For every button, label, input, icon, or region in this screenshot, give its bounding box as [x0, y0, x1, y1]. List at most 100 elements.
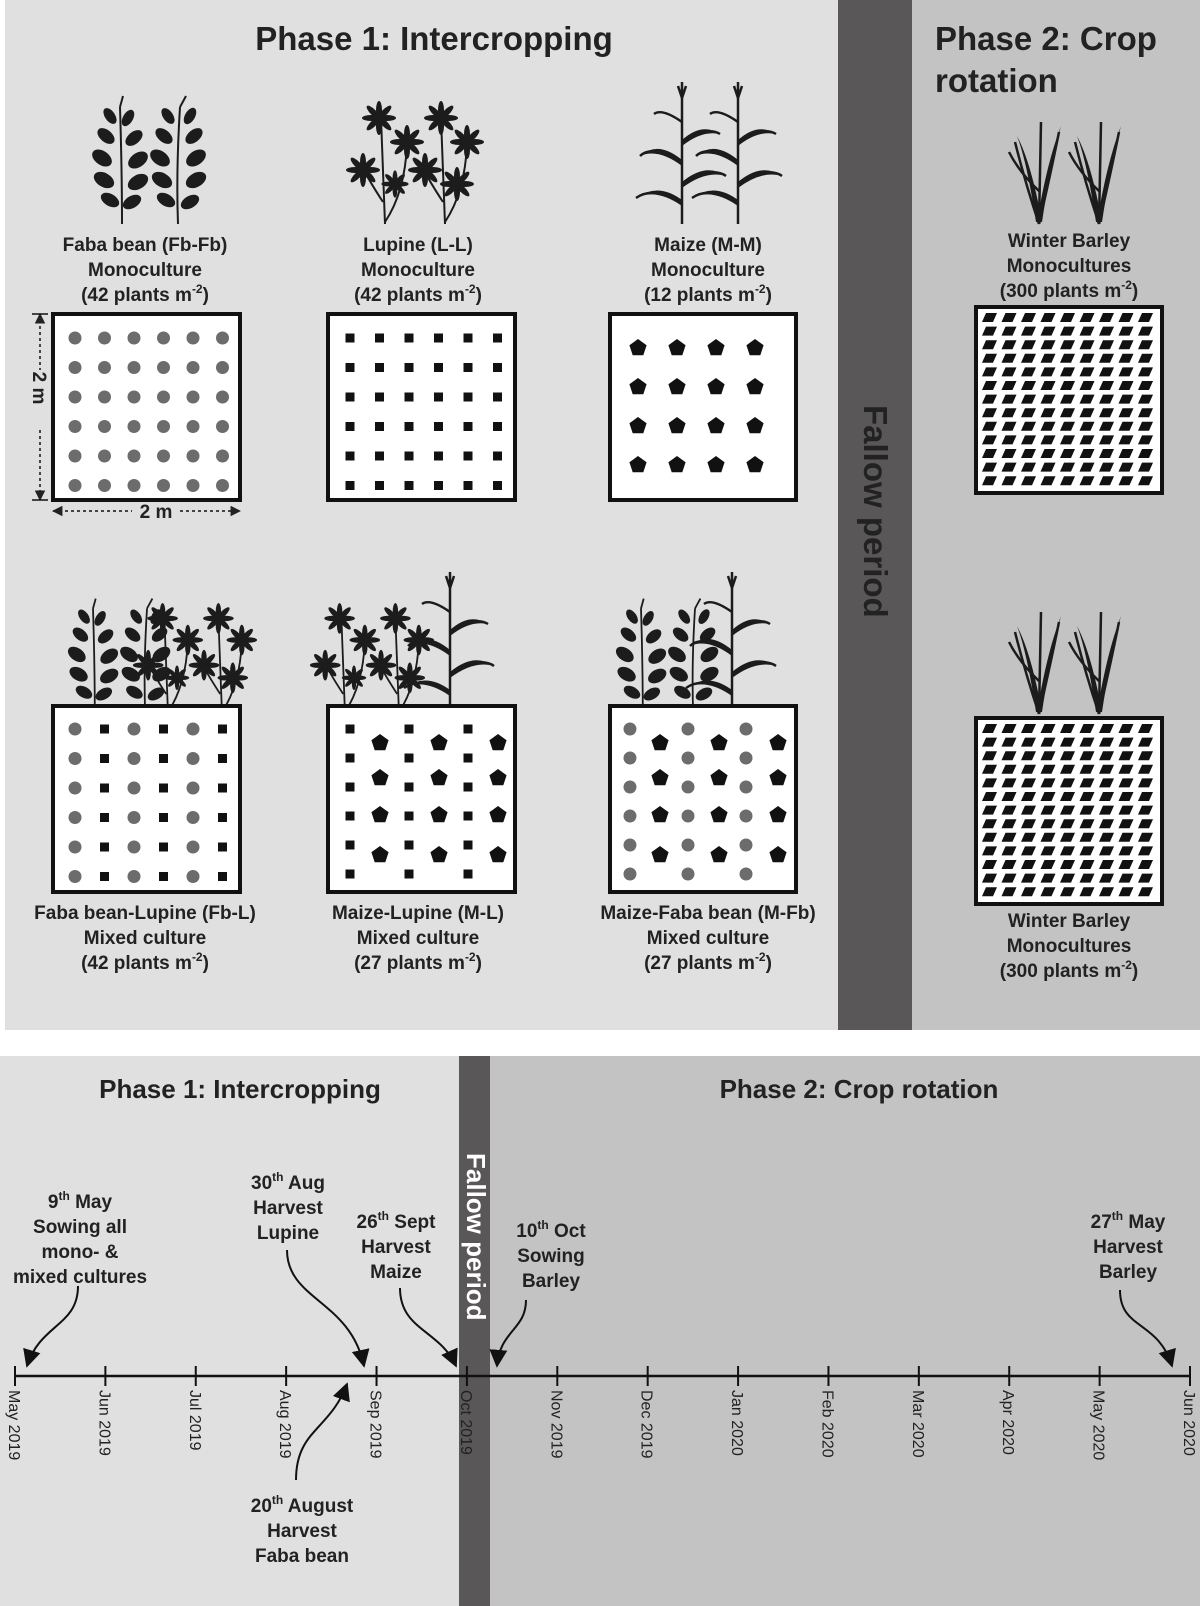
faba-bean-plant-marker: [127, 361, 141, 374]
lupine-plant-marker: [218, 754, 227, 763]
lupine-plant-marker: [434, 422, 443, 431]
event-description: Lupine: [257, 1223, 319, 1244]
faba-bean-plant-marker: [127, 449, 141, 463]
density-exponent: -2: [1121, 278, 1132, 292]
event-day: 20: [251, 1496, 272, 1517]
lupine-plant-marker: [375, 333, 384, 343]
faba-bean-plant-marker: [186, 752, 200, 765]
event-day-suffix: th: [272, 1170, 283, 1184]
lupine-plant-marker: [463, 811, 473, 821]
timeline-phase1-title: Phase 1: Intercropping: [99, 1074, 381, 1104]
faba-bean-plant-marker: [623, 838, 637, 852]
timeline-tick-label: May 2020: [1090, 1390, 1107, 1460]
label-density: (300 plants m-2): [1000, 278, 1138, 302]
label-density: (27 plants m-2): [644, 950, 772, 974]
lupine-plant-marker: [463, 840, 473, 850]
timeline-panel: Phase 1: Intercropping Phase 2: Crop rot…: [0, 1056, 1200, 1606]
lupine-plant-marker: [375, 481, 384, 490]
density-text: (300 plants m: [1000, 281, 1121, 302]
label-density: (12 plants m-2): [644, 282, 772, 306]
faba-bean-plant-marker: [216, 390, 229, 404]
lupine-plant-marker: [463, 481, 473, 490]
faba-bean-plant-marker: [157, 361, 170, 374]
label-faba-bean-mono: Faba bean (Fb-Fb)Monoculture(42 plants m…: [63, 235, 228, 306]
lupine-plant-marker: [404, 422, 414, 431]
lupine-plant-marker: [100, 813, 109, 822]
phase2-title-line2: rotation: [935, 62, 1058, 99]
faba-bean-plant-marker: [157, 449, 170, 463]
lupine-plant-marker: [345, 392, 355, 402]
dimension-vertical-label: 2 m: [28, 372, 49, 405]
event-day: 27: [1091, 1212, 1112, 1233]
timeline-tick-label: Feb 2020: [818, 1390, 835, 1458]
faba-bean-plant-marker: [68, 361, 82, 374]
label-density: (42 plants m-2): [81, 950, 209, 974]
faba-bean-plant-marker: [216, 420, 229, 433]
timeline-fallow-label: Fallow period: [461, 1153, 491, 1321]
lupine-plant-marker: [100, 754, 109, 763]
plot-maize-faba-mixed: [608, 704, 798, 894]
density-text: (12 plants m: [644, 285, 755, 306]
label-lupine-mono: Lupine (L-L)Monoculture(42 plants m-2): [354, 235, 482, 306]
faba-bean-plant-marker: [623, 722, 637, 736]
fallow-label: Fallow period: [857, 405, 894, 618]
density-exponent: -2: [755, 950, 766, 964]
faba-bean-plant-marker: [68, 479, 82, 492]
timeline-tick-label: Nov 2019: [547, 1390, 564, 1459]
label-maize-lupine-mixed: Maize-Lupine (M-L)Mixed culture(27 plant…: [332, 903, 504, 974]
faba-bean-plant-marker: [98, 390, 111, 404]
lupine-plant-marker: [493, 333, 502, 343]
faba-bean-plant-marker: [186, 870, 200, 883]
plot-faba-lupine-mixed: [51, 704, 242, 894]
density-close: ): [1132, 281, 1138, 302]
density-exponent: -2: [192, 950, 203, 964]
faba-bean-plant-marker: [739, 751, 753, 765]
faba-bean-plant-marker: [157, 420, 170, 433]
lupine-plant-marker: [493, 481, 502, 490]
event-day-suffix: th: [537, 1218, 548, 1232]
lupine-plant-marker: [493, 363, 502, 372]
event-date: 10th Oct: [516, 1218, 586, 1242]
event-month: Sept: [389, 1212, 436, 1233]
faba-bean-plant-marker: [127, 811, 141, 824]
faba-bean-plant-marker: [98, 420, 111, 433]
lupine-plant-marker: [159, 783, 168, 793]
top-panel: Phase 1: Intercropping Phase 2: Crop rot…: [5, 0, 1200, 1030]
lupine-plant-marker: [100, 872, 109, 881]
barley-seeding-pattern: [982, 724, 1153, 897]
lupine-plant-marker: [434, 363, 443, 372]
timeline-tick-label: May 2019: [5, 1390, 22, 1460]
density-close: ): [203, 285, 209, 306]
label-density: (300 plants m-2): [1000, 958, 1138, 982]
event-day-suffix: th: [272, 1493, 283, 1507]
lupine-plant-marker: [100, 842, 109, 852]
faba-bean-plant-marker: [623, 809, 637, 823]
faba-bean-plant-marker: [186, 840, 200, 854]
label-line2: Monocultures: [1007, 256, 1132, 277]
event-description: mono- &: [41, 1242, 118, 1263]
faba-bean-plant-marker: [157, 390, 170, 404]
lupine-plant-marker: [345, 481, 355, 490]
lupine-plant-marker: [463, 782, 473, 792]
faba-bean-plant-marker: [623, 751, 637, 765]
event-day: 9: [48, 1192, 59, 1213]
timeline-phase2-bg: [490, 1056, 1200, 1606]
lupine-plant-marker: [404, 392, 414, 402]
density-exponent: -2: [465, 950, 476, 964]
plot-lupine-mono: [326, 312, 517, 502]
faba-bean-plant-marker: [623, 780, 637, 794]
faba-bean-plant-marker: [681, 809, 695, 823]
faba-bean-plant-marker: [68, 840, 82, 854]
lupine-plant-marker: [375, 363, 384, 372]
label-line1: Faba bean (Fb-Fb): [63, 235, 228, 256]
fallow-band-top: [838, 0, 912, 1030]
density-text: (300 plants m: [1000, 961, 1121, 982]
lupine-plant-marker: [345, 840, 355, 850]
lupine-plant-marker: [404, 363, 414, 372]
density-exponent: -2: [192, 282, 203, 296]
faba-bean-plant-marker: [186, 449, 200, 463]
faba-bean-plant-marker: [186, 420, 200, 433]
